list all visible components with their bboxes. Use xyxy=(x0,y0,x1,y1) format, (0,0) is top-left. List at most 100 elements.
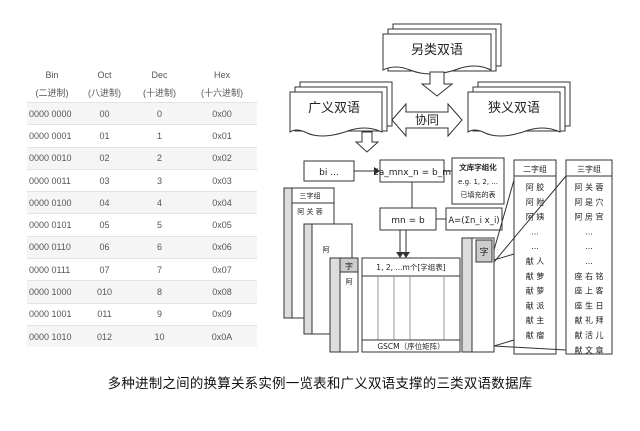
info-box xyxy=(451,157,505,205)
table-cell: 0000 0111 xyxy=(27,258,77,281)
three-char-column: 三字组 阿 关 蓉阿 是 穴阿 房 宫......... 座 右 铭座 上 客座 … xyxy=(565,159,613,355)
table-header-bottom: (二进制) (八进制) (十进制) (十六进制) xyxy=(27,82,257,103)
column-item: 座 上 客 xyxy=(574,286,603,296)
a-box xyxy=(445,207,503,231)
column-item: 献 萝 xyxy=(526,286,545,296)
column-item: 献 礼 拜 xyxy=(574,315,603,325)
column-item: 阿 房 宫 xyxy=(574,212,603,222)
table-cell: 0x02 xyxy=(187,146,257,170)
small-table-zi: 字 xyxy=(345,261,353,271)
table-cell: 9 xyxy=(132,302,187,326)
column-item: 座 右 铭 xyxy=(574,271,603,281)
small-table-cell: 阿 关 蓉 xyxy=(297,207,322,216)
two-char-header: 二字组 xyxy=(523,164,547,174)
table-cell: 0x06 xyxy=(187,235,257,259)
table-cell: 0x0A xyxy=(187,324,257,348)
top-label: 另类双语 xyxy=(411,43,463,58)
link-lines xyxy=(493,175,567,351)
table-cell: 0000 0001 xyxy=(27,124,77,148)
center-label: 协同 xyxy=(415,112,439,127)
column-item: 阿 是 穴 xyxy=(574,197,603,207)
table-cell: 05 xyxy=(77,213,132,237)
mn-arrowhead-2 xyxy=(402,252,410,258)
header-dec-sub: (十进制) xyxy=(143,87,176,98)
column-item: 阿 胶 xyxy=(526,182,545,192)
column-item: ... xyxy=(585,227,593,236)
table-cell: 0000 0110 xyxy=(27,235,77,259)
gscm-matrix: 1, 2, ...m个[字组表] GSCM（序位矩阵） xyxy=(361,257,461,353)
left-banner: 广义双语 xyxy=(289,81,393,137)
table-cell: 4 xyxy=(132,191,187,214)
info-line2: 已填充的表 xyxy=(461,190,496,199)
column-item: 献 文 章 xyxy=(574,345,603,355)
small-table-cell-2: 阿 xyxy=(323,245,330,254)
table-cell: 0x00 xyxy=(187,101,257,125)
table-cell: 0000 0010 xyxy=(27,146,77,170)
header-bin: Bin xyxy=(45,70,59,80)
table-cell: 0000 0000 xyxy=(27,101,77,125)
column-item: 献 人 xyxy=(526,256,545,266)
column-item: 献 瘤 xyxy=(526,330,545,340)
header-oct: Oct xyxy=(97,70,112,80)
table-cell: 0x09 xyxy=(187,302,257,326)
header-dec: Dec xyxy=(151,70,168,80)
column-item: 献 萝 xyxy=(526,271,545,281)
bi-box-label: bi ... xyxy=(319,168,339,178)
column-item: 献 主 xyxy=(526,315,545,325)
gscm-footer: GSCM（序位矩阵） xyxy=(377,341,444,351)
small-table-header: 三字组 xyxy=(300,191,321,200)
table-cell: 2 xyxy=(132,146,187,170)
header-oct-sub: (八进制) xyxy=(88,87,121,98)
table-cell: 0x08 xyxy=(187,280,257,304)
info-title: 文库字组化 xyxy=(459,162,497,172)
table-cell: 7 xyxy=(132,258,187,281)
info-line1: e.g. 1, 2, ... xyxy=(458,178,498,186)
column-item: ... xyxy=(531,242,539,251)
zi-column: 字 xyxy=(461,237,495,353)
header-hex: Hex xyxy=(213,70,230,80)
figure-caption: 多种进制之间的换算关系实例一览表和广义双语支撑的三类双语数据库 xyxy=(107,376,533,392)
column-item: 阿 附 xyxy=(526,197,545,207)
mn-box-label: mn = b xyxy=(391,216,425,226)
column-item: 阿 关 蓉 xyxy=(574,182,603,192)
column-item: ... xyxy=(585,257,593,266)
table-cell: 02 xyxy=(77,146,132,170)
column-item: 阿 姨 xyxy=(526,212,545,222)
table-cell: 0 xyxy=(132,101,187,125)
column-item: 座 生 日 xyxy=(574,300,603,310)
table-cell: 011 xyxy=(77,302,132,326)
zi-column-header: 字 xyxy=(479,246,488,258)
small-table-stack: 三字组 阿 关 蓉 阿 字 阿 xyxy=(283,187,359,353)
top-banner: 另类双语 xyxy=(382,23,502,97)
column-item: ... xyxy=(531,227,539,236)
right-label: 狭义双语 xyxy=(488,101,540,116)
table-cell: 012 xyxy=(77,324,132,348)
table-cell: 5 xyxy=(132,213,187,237)
table-cell: 0000 0100 xyxy=(27,191,77,214)
down-arrow-left xyxy=(354,131,380,153)
table-header-top: Bin Oct Dec Hex xyxy=(27,68,257,82)
header-hex-sub: (十六进制) xyxy=(201,87,243,98)
gscm-header: 1, 2, ...m个[字组表] xyxy=(376,262,445,272)
column-item: ... xyxy=(585,242,593,251)
table-cell: 6 xyxy=(132,235,187,259)
small-table-cell-3: 阿 xyxy=(346,277,353,286)
a-box-label: A=(Σn_i x_i) xyxy=(448,216,499,226)
mn-arrowhead-1 xyxy=(396,252,404,258)
table-cell: 06 xyxy=(77,235,132,259)
column-item: 献 活 儿 xyxy=(574,330,603,340)
table-cell: 0x07 xyxy=(187,258,257,281)
table-cell: 0000 0101 xyxy=(27,213,77,237)
table-cell: 0x01 xyxy=(187,124,257,148)
table-cell: 00 xyxy=(77,101,132,125)
three-char-header: 三字组 xyxy=(577,164,601,174)
base-conversion-table: Bin Oct Dec Hex (二进制) (八进制) (十进制) (十六进制)… xyxy=(27,68,257,348)
